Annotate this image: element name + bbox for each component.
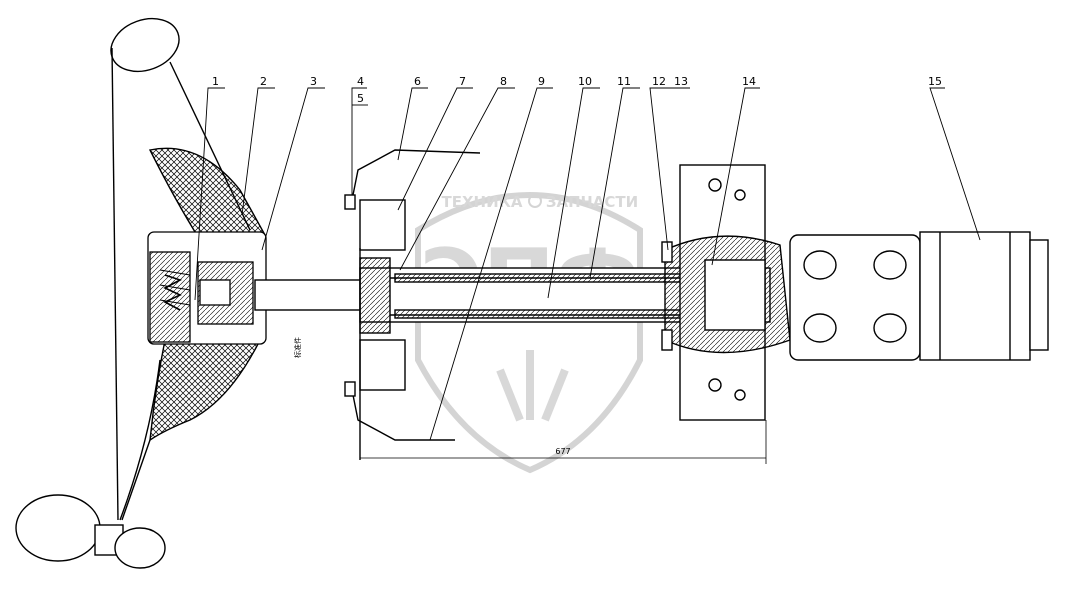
side-note: 标准件 bbox=[293, 337, 302, 358]
column-flange bbox=[661, 164, 791, 421]
label-13: 13 bbox=[674, 75, 688, 88]
column-bracket bbox=[344, 149, 481, 460]
label-6: 6 bbox=[414, 75, 421, 88]
label-3: 3 bbox=[310, 75, 317, 88]
label-4: 4 bbox=[357, 75, 364, 88]
label-5: 5 bbox=[357, 92, 364, 105]
part-labels: 1 2 3 4 5 6 7 8 9 10 11 12 13 14 15 bbox=[212, 75, 942, 105]
label-10: 10 bbox=[578, 75, 592, 88]
gear-icon bbox=[528, 194, 542, 208]
label-9: 9 bbox=[538, 75, 545, 88]
label-7: 7 bbox=[459, 75, 466, 88]
steering-unit bbox=[789, 231, 1049, 361]
watermark: ЭПФ ТЕХНИКА ЗАПЧАСТИ bbox=[415, 192, 643, 474]
wheat-icon bbox=[496, 350, 569, 422]
label-14: 14 bbox=[742, 75, 756, 88]
steering-wheel bbox=[15, 17, 267, 569]
leader-lines bbox=[194, 87, 981, 441]
watermark-top-right: ЗАПЧАСТИ bbox=[546, 193, 638, 211]
watermark-top: ТЕХНИКА bbox=[441, 193, 522, 211]
label-15: 15 bbox=[928, 75, 942, 88]
label-2: 2 bbox=[260, 75, 267, 88]
hub-assembly bbox=[147, 231, 267, 345]
label-1: 1 bbox=[212, 75, 219, 88]
label-8: 8 bbox=[500, 75, 507, 88]
dimension-value: 677 bbox=[555, 447, 570, 456]
label-11: 11 bbox=[617, 75, 631, 88]
label-12: 12 bbox=[652, 75, 666, 88]
dimension-line: 677 bbox=[360, 420, 767, 464]
